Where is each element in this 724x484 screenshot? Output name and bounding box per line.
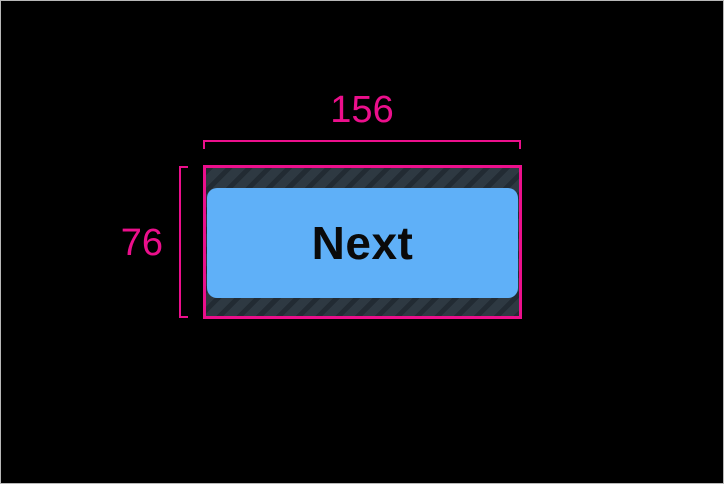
next-button-label: Next — [311, 217, 414, 269]
width-dimension-label: 156 — [330, 89, 394, 131]
selection-bounds-box: Next — [203, 165, 522, 319]
next-button[interactable]: Next — [207, 188, 518, 298]
height-dimension-label: 76 — [120, 222, 163, 264]
height-measurement-bracket — [179, 166, 188, 318]
width-measurement-bracket — [203, 140, 521, 149]
